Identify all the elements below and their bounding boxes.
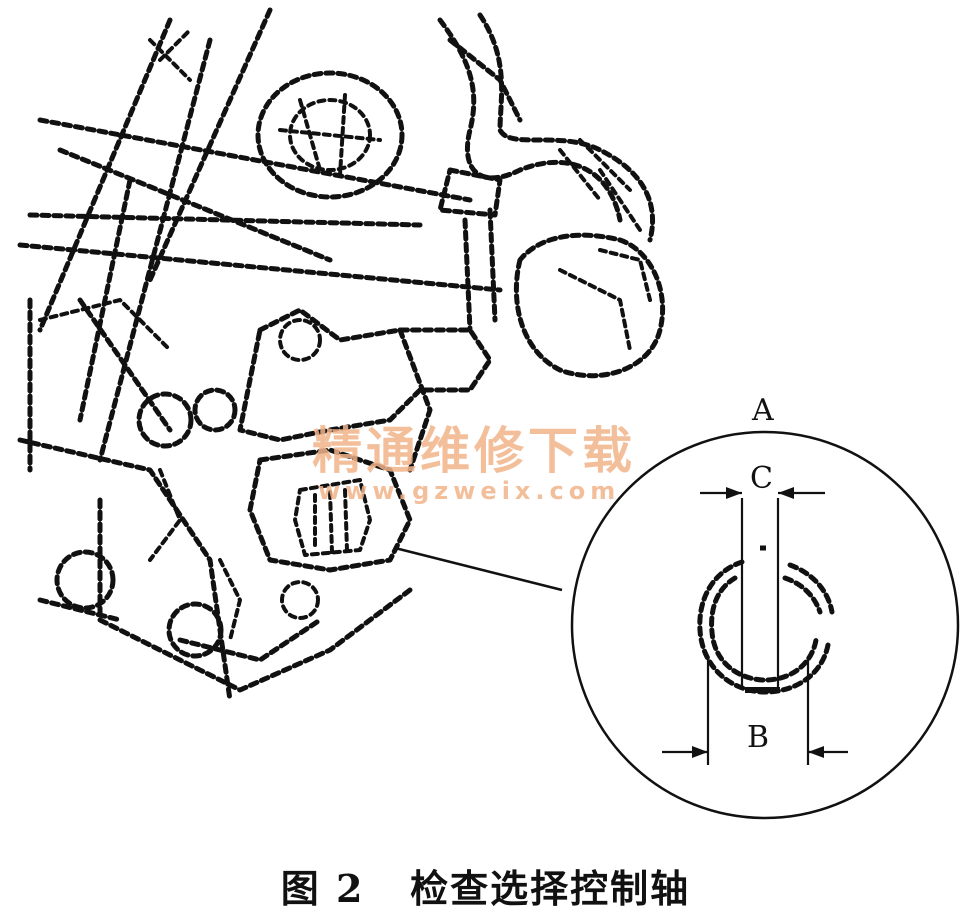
watermark-text: 精通维修下载 [312, 422, 636, 480]
leader-line [394, 546, 563, 592]
figure-caption: 图 2 检查选择控制轴 [0, 858, 971, 913]
label-b: B [747, 720, 769, 755]
figure-title: 检查选择控制轴 [410, 866, 691, 911]
label-c: C [750, 461, 773, 496]
detail-view [570, 430, 960, 820]
figure-number: 图 2 [280, 866, 365, 911]
watermark-url: www.gzweix.com [318, 477, 620, 505]
label-a: A [751, 393, 774, 428]
transmission-assembly-drawing [17, 7, 666, 703]
